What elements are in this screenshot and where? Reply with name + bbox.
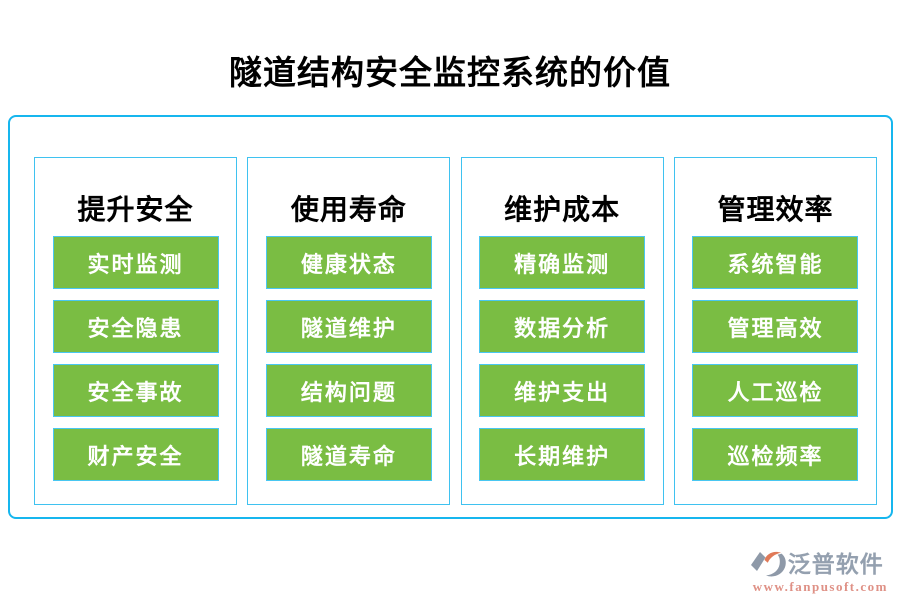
column-improve-safety: 提升安全 实时监测 安全隐患 安全事故 财产安全 xyxy=(34,157,237,505)
value-chip: 隧道维护 xyxy=(265,300,432,353)
value-chip: 管理高效 xyxy=(692,300,859,353)
value-chip: 财产安全 xyxy=(52,428,219,481)
value-chip: 隧道寿命 xyxy=(265,428,432,481)
value-chip: 精确监测 xyxy=(479,236,646,289)
watermark: 泛普软件 www.fanpusoft.com xyxy=(750,549,888,594)
column-service-life: 使用寿命 健康状态 隧道维护 结构问题 隧道寿命 xyxy=(247,157,451,505)
value-board: 提升安全 实时监测 安全隐患 安全事故 财产安全 使用寿命 健康状态 隧道维护 … xyxy=(8,115,893,519)
column-management-efficiency: 管理效率 系统智能 管理高效 人工巡检 巡检频率 xyxy=(673,157,877,505)
page-title: 隧道结构安全监控系统的价值 xyxy=(229,56,671,92)
value-chip: 长期维护 xyxy=(479,428,646,481)
column-header-service-life: 使用寿命 xyxy=(290,195,407,226)
watermark-brand: 泛普软件 xyxy=(787,551,884,577)
value-chip: 实时监测 xyxy=(52,236,219,289)
value-chip: 健康状态 xyxy=(265,236,432,289)
column-header-improve-safety: 提升安全 xyxy=(77,195,194,226)
value-chip: 安全事故 xyxy=(52,364,219,417)
value-chip: 人工巡检 xyxy=(692,364,859,417)
watermark-url: www.fanpusoft.com xyxy=(752,578,888,594)
value-chip: 数据分析 xyxy=(479,300,646,353)
fanpu-swoosh-logo-icon xyxy=(750,549,787,580)
value-chip: 维护支出 xyxy=(479,364,646,417)
value-chip: 安全隐患 xyxy=(52,300,219,353)
column-header-maintenance-cost: 维护成本 xyxy=(504,195,621,226)
column-maintenance-cost: 维护成本 精确监测 数据分析 维护支出 长期维护 xyxy=(460,157,664,505)
value-chip: 系统智能 xyxy=(692,236,859,289)
value-chip: 巡检频率 xyxy=(692,428,859,481)
column-header-management-efficiency: 管理效率 xyxy=(717,195,834,226)
value-chip: 结构问题 xyxy=(265,364,432,417)
